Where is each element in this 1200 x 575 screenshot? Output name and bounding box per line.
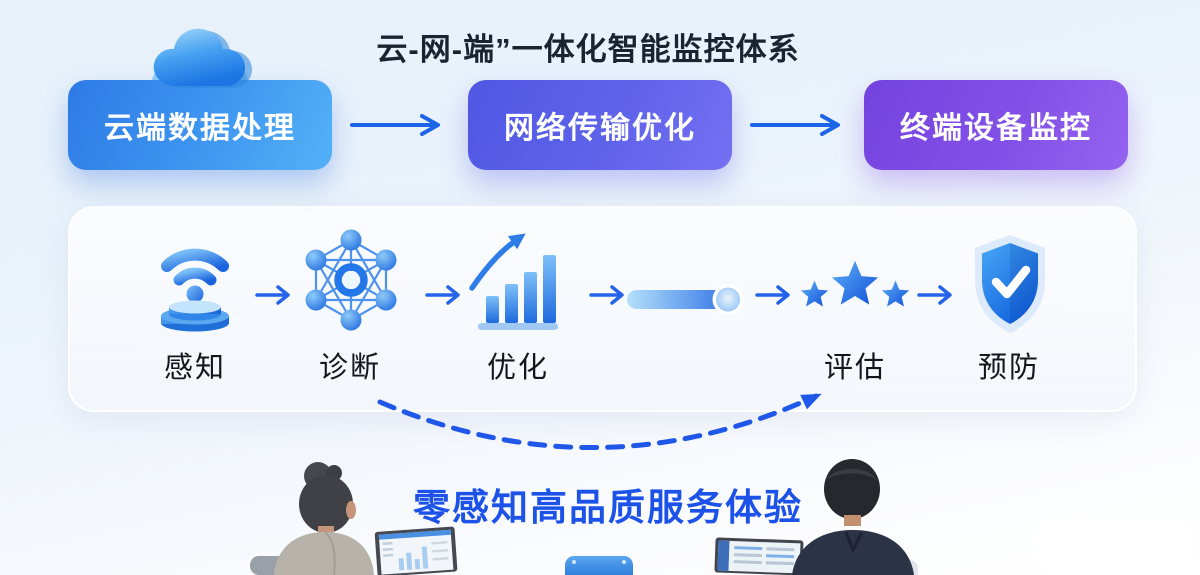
page-title: 云-网-端”一体化智能监控体系 xyxy=(376,32,800,67)
caption-text: 零感知高品质服务体验 xyxy=(413,487,803,528)
arrow-right-icon xyxy=(916,282,958,308)
feedback-dashed-arrow xyxy=(356,374,842,486)
cloud-icon xyxy=(146,20,258,98)
step-label-prevention: 预防 xyxy=(977,352,1040,384)
person-woman xyxy=(268,462,378,575)
phone-camera-dot xyxy=(572,560,576,564)
laptop-right xyxy=(711,535,808,575)
step-label-perception: 感知 xyxy=(163,352,226,384)
process-panel xyxy=(68,206,1137,412)
arrow-right-icon xyxy=(750,112,850,138)
arrow-right-icon xyxy=(424,282,466,308)
phone-camera-dot xyxy=(622,560,626,564)
arrow-right-icon xyxy=(588,282,630,308)
node-terminal-monitoring: 终端设备监控 xyxy=(864,80,1128,170)
node-label: 网络传输优化 xyxy=(504,112,696,145)
step-label-diagnosis: 诊断 xyxy=(318,352,381,384)
desk-soft-shape xyxy=(1032,518,1192,575)
person-man xyxy=(788,458,918,575)
arrow-right-icon xyxy=(350,112,450,138)
laptop-left xyxy=(370,524,467,575)
node-label: 终端设备监控 xyxy=(900,112,1092,145)
arrow-right-icon xyxy=(254,282,296,308)
network-graph-icon xyxy=(302,228,400,332)
growth-chart-icon xyxy=(464,228,572,336)
node-label: 云端数据处理 xyxy=(104,112,296,145)
smartphone xyxy=(565,556,633,575)
star-rating-icon xyxy=(792,258,918,314)
arrow-right-icon xyxy=(754,282,796,308)
wifi-sensor-icon xyxy=(140,230,250,332)
node-cloud-data-processing: 云端数据处理 xyxy=(68,80,332,170)
step-label-optimization: 优化 xyxy=(486,352,549,384)
node-network-optimization: 网络传输优化 xyxy=(468,80,732,170)
shield-check-icon xyxy=(969,233,1051,337)
step-label-evaluation: 评估 xyxy=(823,352,886,384)
slider-icon xyxy=(624,280,750,318)
